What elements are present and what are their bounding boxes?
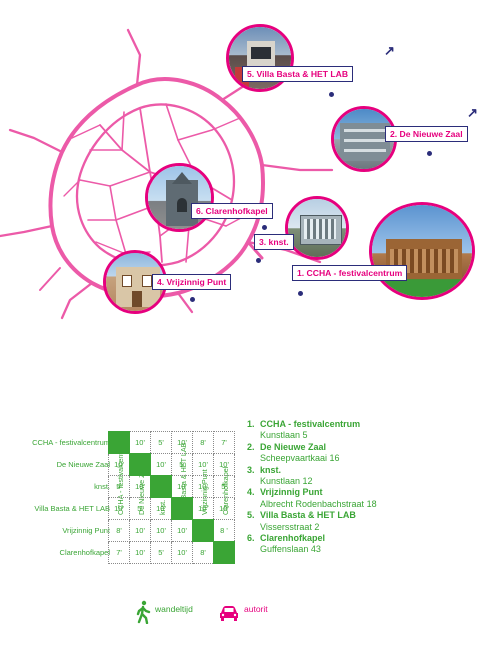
matrix-cell: 10' (129, 541, 151, 564)
matrix-cell: 10' (192, 453, 214, 476)
matrix-cell: 10' (171, 431, 193, 454)
matrix-cell: 10' (213, 497, 235, 520)
row-label-villa-basta: Villa Basta & HET LAB (34, 504, 110, 513)
matrix-cell: 8' (108, 519, 130, 542)
matrix-cell: 5' (150, 431, 172, 454)
matrix-cell: 10' (150, 453, 172, 476)
matrix-cell: 10' (192, 475, 214, 498)
matrix-cell: 10' (129, 431, 151, 454)
location-address: Kunstlaan 5 (260, 430, 308, 441)
map-label-de-nieuwe-zaal[interactable]: 2. De Nieuwe Zaal (385, 126, 468, 142)
matrix-cell-diagonal (108, 431, 130, 454)
matrix-col-header: Vrijzinnig Punt (198, 334, 212, 515)
photo-clarenhofkapel (145, 163, 214, 232)
matrix-cell: 10' (129, 519, 151, 542)
location-address: Vissersstraat 2 (260, 521, 320, 532)
location-name: De Nieuwe Zaal (260, 441, 327, 452)
matrix-cell: 10' (171, 475, 193, 498)
legend-car-label: autorit (244, 604, 268, 614)
location-marker-villa-basta[interactable] (329, 92, 334, 97)
matrix-cell: 8 ' (213, 519, 235, 542)
matrix-row: 7' 10' 5' 10' 8' (108, 541, 235, 564)
photo-de-nieuwe-zaal (331, 106, 397, 172)
location-name: CCHA - festivalcentrum (260, 419, 361, 429)
matrix-cell: 10' (150, 519, 172, 542)
location-address: Kunstlaan 12 (260, 476, 313, 487)
photo-ccha (369, 202, 475, 300)
photo-knst (285, 196, 349, 260)
matrix-cell: 10' (108, 453, 130, 476)
matrix-cell: 8' (192, 431, 214, 454)
map-label-clarenhofkapel[interactable]: 6. Clarenhofkapel (191, 203, 273, 219)
matrix-row: 10' 5' 10' 8' 7' (108, 431, 235, 454)
matrix-cell-diagonal (192, 519, 214, 542)
matrix-cell: 10' (171, 541, 193, 564)
matrix-cell: 8' (192, 541, 214, 564)
row-label-ccha: CCHA - festivalcentrum (32, 438, 110, 447)
location-name: Clarenhofkapel (260, 533, 326, 544)
row-label-knst: knst. (94, 482, 110, 491)
map-label-ccha[interactable]: 1. CCHA - festivalcentrum (292, 265, 408, 281)
row-label-vrijzinnig-punt: Vrijzinnig Punt (62, 526, 110, 535)
arrow-up-right-icon: ↗ (384, 43, 395, 58)
location-address: Scheepvaartkaai 16 (260, 453, 340, 464)
matrix-cell: 10' (171, 519, 193, 542)
matrix-col-header: De Nieuwe Zaal (135, 334, 149, 515)
matrix-cell: 10' (213, 453, 235, 476)
map-label-knst[interactable]: 3. knst. (254, 234, 294, 250)
matrix-cell: 5' (171, 453, 193, 476)
matrix-cell: 10' (108, 497, 130, 520)
matrix-cell-diagonal (171, 497, 193, 520)
travel-time-matrix: 10' 5' 10' 8' 7' 10' 10' 5' 10' 10' 5' 1… (108, 431, 235, 564)
matrix-row: 10' 10' 5' 10' 10' (108, 453, 235, 476)
location-name: knst. (260, 464, 282, 475)
matrix-col-header: Clarenhofkapel (219, 334, 233, 515)
matrix-cell: 7' (108, 541, 130, 564)
matrix-col-header: Villa Basta & HET LAB (177, 334, 191, 515)
matrix-cell-diagonal (129, 453, 151, 476)
matrix-col-header: knst. (156, 334, 170, 515)
location-name: Villa Basta & HET LAB (260, 510, 356, 521)
matrix-row: 5' 10' 10' 10' 5' (108, 475, 235, 498)
location-marker-clarenhofkapel[interactable] (262, 225, 267, 230)
matrix-row: 10' 5' 10' 10' 10' (108, 497, 235, 520)
matrix-cell: 7' (213, 431, 235, 454)
row-label-clarenhofkapel: Clarenhofkapel (59, 548, 110, 557)
matrix-cell: 5' (150, 541, 172, 564)
matrix-row: 8' 10' 10' 10' 8 ' (108, 519, 235, 542)
walking-person-icon (136, 600, 151, 624)
matrix-cell: 10' (150, 497, 172, 520)
matrix-cell: 10' (192, 497, 214, 520)
location-name: Vrijzinnig Punt (260, 487, 323, 498)
location-address: Albrecht Rodenbachstraat 18 (260, 498, 377, 509)
location-marker-vrijzinnig-punt[interactable] (190, 297, 195, 302)
location-marker-de-nieuwe-zaal[interactable] (427, 151, 432, 156)
arrow-up-right-icon: ↗ (467, 105, 478, 120)
legend-walk-label: wandeltijd (155, 604, 193, 614)
location-address: Guffenslaan 43 (260, 544, 321, 555)
row-label-de-nieuwe-zaal: De Nieuwe Zaal (56, 460, 110, 469)
matrix-cell-diagonal (150, 475, 172, 498)
car-icon (220, 606, 238, 621)
matrix-cell-diagonal (213, 541, 235, 564)
map-label-villa-basta[interactable]: 5. Villa Basta & HET LAB (242, 66, 354, 82)
matrix-cell: 5' (213, 475, 235, 498)
matrix-cell: 10' (129, 475, 151, 498)
matrix-col-header: CCHA - festivalcentrum (114, 334, 128, 515)
matrix-cell: 5' (129, 497, 151, 520)
list-item: 3.knst.Kunstlaan 12 (247, 464, 313, 487)
map-label-vrijzinnig-punt[interactable]: 4. Vrijzinnig Punt (152, 274, 232, 290)
location-marker-ccha[interactable] (298, 291, 303, 296)
location-marker-knst[interactable] (256, 258, 261, 263)
matrix-cell: 5' (108, 475, 130, 498)
